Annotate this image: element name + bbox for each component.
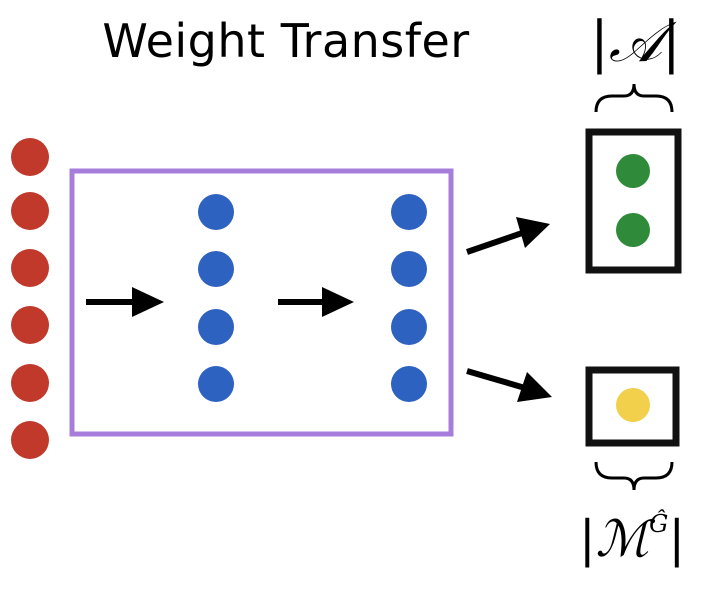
diagram-title: Weight Transfer xyxy=(102,14,470,68)
input-node xyxy=(11,306,49,344)
input-node xyxy=(11,364,49,402)
graph-set-superscript: Ĝ xyxy=(649,510,669,539)
graph-set-size-label: |ℳĜ| xyxy=(562,510,702,568)
hidden-node xyxy=(198,251,234,287)
graph-output-node xyxy=(616,388,650,422)
graph-set-size-text: |ℳ xyxy=(578,510,650,568)
hidden-layer-1 xyxy=(198,194,234,402)
network-box xyxy=(69,168,454,437)
hidden-node xyxy=(391,251,427,287)
action-output-node xyxy=(616,154,650,188)
input-node xyxy=(11,192,49,230)
input-layer xyxy=(11,138,49,459)
input-node xyxy=(11,421,49,459)
right-arrow-icon xyxy=(278,287,354,317)
hidden-node xyxy=(198,309,234,345)
action-set-size-text: |𝒜| xyxy=(590,10,681,75)
curly-brace-icon xyxy=(594,461,674,491)
hidden-node xyxy=(391,194,427,230)
hidden-node xyxy=(391,366,427,402)
right-arrow-icon xyxy=(466,368,552,402)
hidden-layer-2 xyxy=(391,194,427,402)
hidden-node xyxy=(391,309,427,345)
right-arrow-icon xyxy=(86,287,164,317)
hidden-node xyxy=(198,366,234,402)
curly-brace-icon xyxy=(594,83,674,113)
input-node xyxy=(11,138,49,176)
action-output-box xyxy=(585,128,682,274)
input-node xyxy=(11,249,49,287)
right-arrow-icon xyxy=(466,217,550,255)
action-output-node xyxy=(616,213,650,247)
graph-set-close-bar: | xyxy=(668,510,686,568)
hidden-node xyxy=(198,194,234,230)
action-set-size-label: |𝒜| xyxy=(590,10,681,76)
graph-output-box xyxy=(585,366,680,447)
